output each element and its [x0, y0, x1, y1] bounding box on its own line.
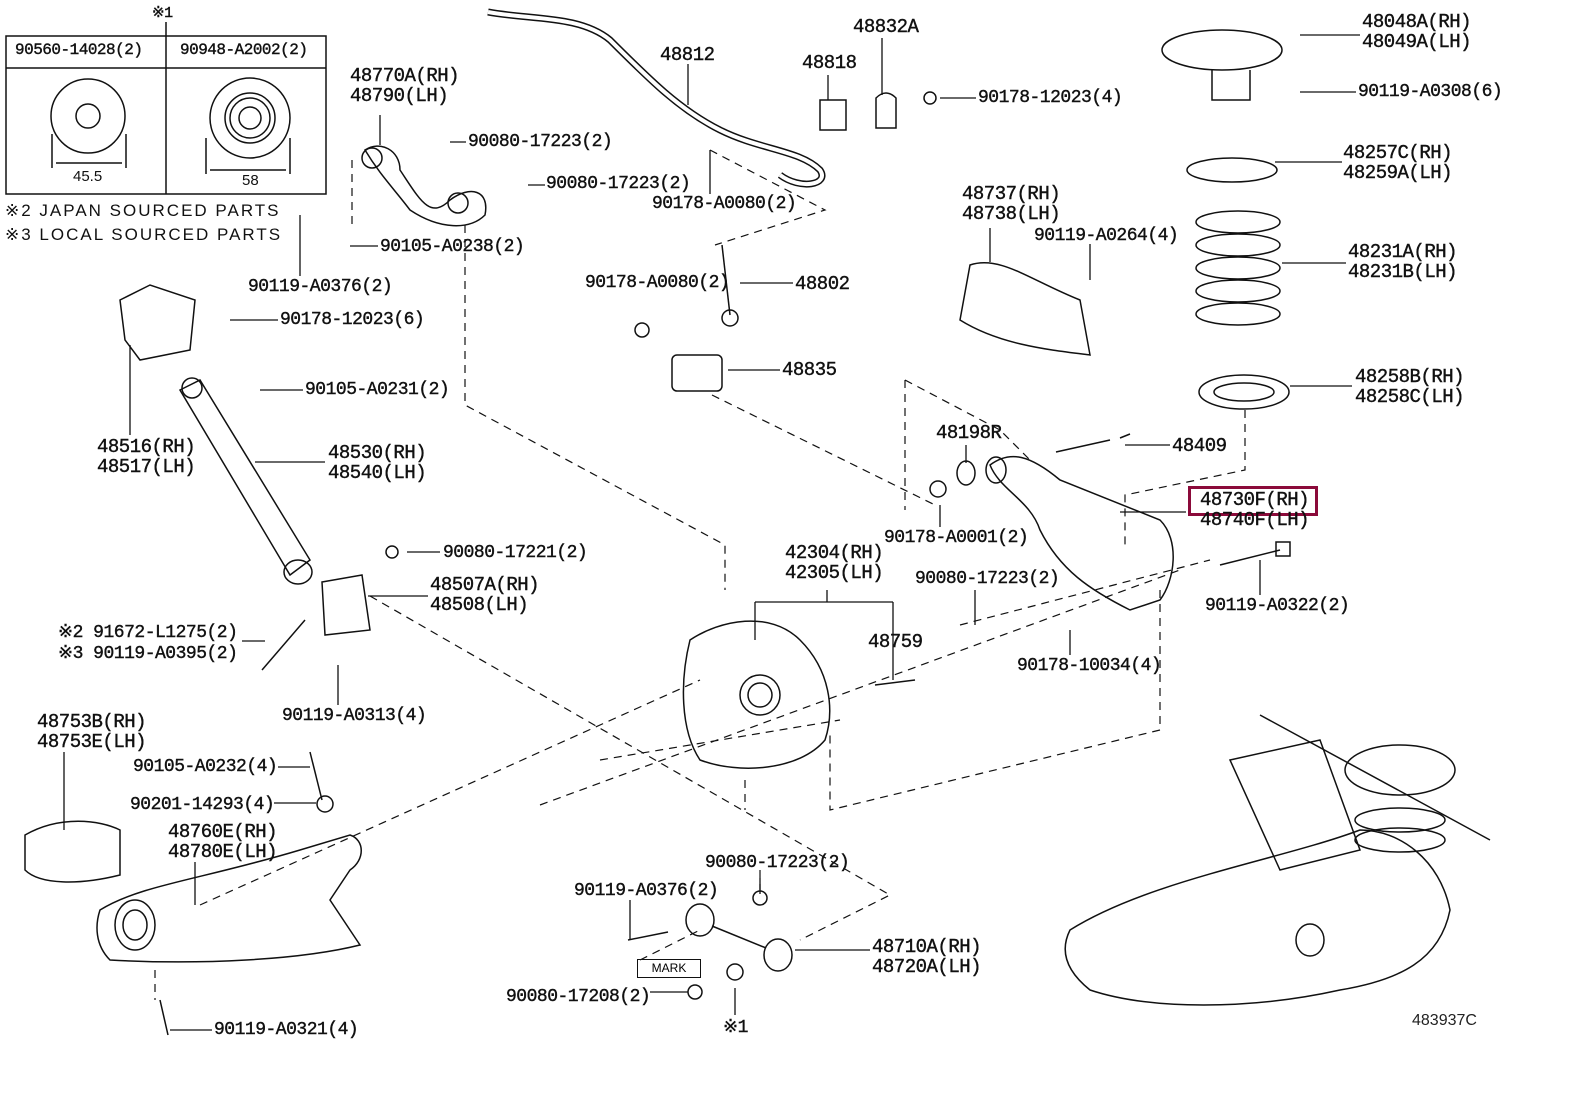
part-label-toe-link-0: 48710A(RH) — [872, 936, 982, 958]
part-label-knuckle-bracket-1: 48508(LH) — [430, 594, 529, 616]
part-label-bolt-a0308: 90119-A0308(6) — [1358, 82, 1503, 102]
part-label-nut-17223-c: 90080-17223(2) — [915, 569, 1060, 589]
part-label-bolt-a0264: 90119-A0264(4) — [1034, 226, 1179, 246]
part-label-nut-a0080-top: 90178-A0080(2) — [652, 194, 797, 214]
part-label-washer-note: ※1 — [723, 1018, 749, 1038]
note-japan: ※2 JAPAN SOURCED PARTS — [5, 201, 281, 220]
highlight-box — [1188, 486, 1318, 516]
part-label-bolt-a0238: 90105-A0238(2) — [380, 237, 525, 257]
part-label-nut-17221: 90080-17221(2) — [443, 543, 588, 563]
part-label-trailing-arm-1: 48780E(LH) — [168, 841, 278, 863]
part-label-spring-1: 48231B(LH) — [1348, 261, 1458, 283]
part-label-cover-1: 48738(LH) — [962, 203, 1061, 225]
part-label-upper-insulator-1: 48259A(LH) — [1343, 162, 1453, 184]
part-label-cover-0: 48737(RH) — [962, 183, 1061, 205]
part-label-shock-bracket-1: 48517(LH) — [97, 456, 196, 478]
part-label-nut-17223-d: 90080-17223(2) — [705, 853, 850, 873]
part-label-lower-arm-1: 48740F(LH) — [1200, 509, 1310, 531]
part-label-spring-0: 48231A(RH) — [1348, 241, 1458, 263]
note-local: ※3 LOCAL SOURCED PARTS — [5, 225, 283, 244]
part-label-nut-12023-6: 90178-12023(6) — [280, 310, 425, 330]
table-part-1: 90560-14028(2) — [15, 41, 143, 59]
part-label-knuckle-1: 42305(LH) — [785, 562, 884, 584]
part-label-shock-bracket-0: 48516(RH) — [97, 436, 196, 458]
dimension-2: 58 — [242, 172, 259, 189]
part-label-bolt-48759: 48759 — [868, 631, 923, 653]
part-label-lower-arm-0: 48730F(RH) — [1200, 489, 1310, 511]
part-label-bolt-a0313: 90119-A0313(4) — [282, 706, 427, 726]
part-label-bolt-a0321: 90119-A0321(4) — [214, 1020, 359, 1040]
table-note-1: ※1 — [152, 5, 173, 22]
part-label-bolt-a0376-top: 90119-A0376(2) — [248, 277, 393, 297]
part-label-bolt-a0395: ※3 90119-A0395(2) — [58, 644, 238, 664]
part-label-spring-support-1: 48049A(LH) — [1362, 31, 1472, 53]
part-label-bolt-l1275: ※2 91672-L1275(2) — [58, 623, 238, 643]
part-label-nut-17208: 90080-17208(2) — [506, 987, 651, 1007]
part-label-nut-b: 90080-17223(2) — [546, 174, 691, 194]
part-label-shock-1: 48540(LH) — [328, 462, 427, 484]
part-label-lower-insulator-0: 48258B(RH) — [1355, 366, 1465, 388]
part-label-nut-a0001: 90178-A0001(2) — [884, 528, 1029, 548]
part-label-spring-support-0: 48048A(RH) — [1362, 11, 1472, 33]
part-label-link: 48802 — [795, 273, 850, 295]
diagram-code: 483937C — [1412, 1012, 1477, 1029]
part-label-toe-link-1: 48720A(LH) — [872, 956, 982, 978]
part-label-nut-12023-4: 90178-12023(4) — [978, 88, 1123, 108]
part-label-upper-arm-0: 48770A(RH) — [350, 65, 460, 87]
part-label-washer-14293: 90201-14293(4) — [130, 795, 275, 815]
part-label-link-bracket: 48835 — [782, 359, 837, 381]
part-label-bolt-a0376-bottom: 90119-A0376(2) — [574, 881, 719, 901]
part-label-lower-insulator-1: 48258C(LH) — [1355, 386, 1465, 408]
part-label-bracket-48832a: 48832A — [853, 16, 919, 38]
part-label-knuckle-bracket-0: 48507A(RH) — [430, 574, 540, 596]
part-label-upper-insulator-0: 48257C(RH) — [1343, 142, 1453, 164]
part-label-knuckle-0: 42304(RH) — [785, 542, 884, 564]
dimension-1: 45.5 — [73, 168, 103, 185]
part-label-cam-48198r: 48198R — [936, 422, 1002, 444]
part-label-guard-0: 48753B(RH) — [37, 711, 147, 733]
part-label-bushing: 48818 — [802, 52, 857, 74]
part-label-nut-a: 90080-17223(2) — [468, 132, 613, 152]
part-label-bolt-a0231: 90105-A0231(2) — [305, 380, 450, 400]
part-label-upper-arm-1: 48790(LH) — [350, 85, 449, 107]
part-label-bolt-48409: 48409 — [1172, 435, 1227, 457]
part-label-guard-1: 48753E(LH) — [37, 731, 147, 753]
part-label-nut-a0080-mid: 90178-A0080(2) — [585, 273, 730, 293]
table-part-2: 90948-A2002(2) — [180, 41, 308, 59]
part-label-stabilizer-bar: 48812 — [660, 44, 715, 66]
part-label-bolt-a0232: 90105-A0232(4) — [133, 757, 278, 777]
part-label-trailing-arm-0: 48760E(RH) — [168, 821, 278, 843]
part-label-bolt-a0322: 90119-A0322(2) — [1205, 596, 1350, 616]
part-label-nut-10034: 90178-10034(4) — [1017, 656, 1162, 676]
mark-label: MARK — [637, 959, 701, 978]
part-label-shock-0: 48530(RH) — [328, 442, 427, 464]
